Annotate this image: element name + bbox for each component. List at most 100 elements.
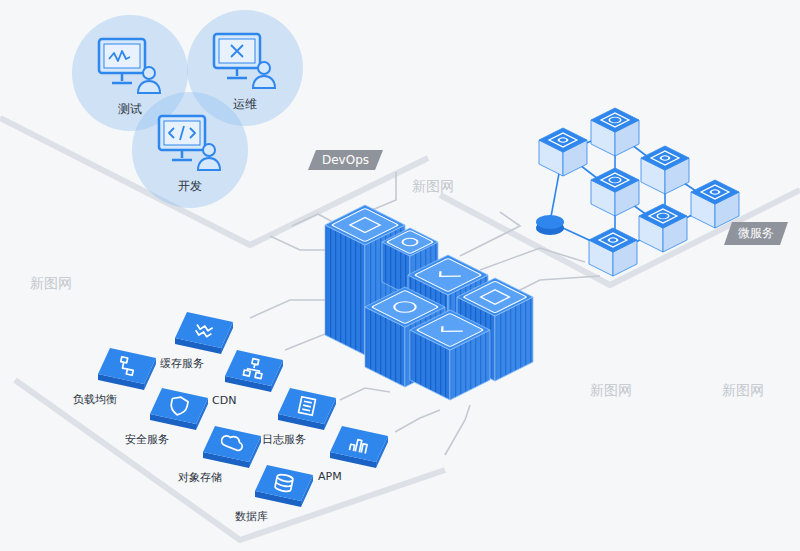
service-tile: 安全服务 [150, 388, 208, 434]
section-tag: DevOps [308, 150, 383, 170]
monitor-stand [172, 150, 192, 160]
icon-mark [481, 290, 510, 304]
icon-mark [437, 324, 463, 337]
tile-graphic [278, 388, 336, 434]
service-label: 负载均衡 [73, 392, 117, 407]
tile-icon [220, 434, 244, 451]
container-icon [371, 290, 438, 324]
role-label: 开发 [132, 178, 248, 195]
tile-icon [298, 397, 315, 416]
service-label: 数据库 [235, 509, 268, 524]
watermark: 新图网 [412, 178, 454, 196]
tile-icon [118, 357, 135, 376]
person-head [258, 62, 270, 74]
person-head [143, 67, 155, 79]
section-tag: 微服务 [724, 222, 788, 245]
service-icon [701, 185, 729, 199]
icon-frame [599, 233, 627, 247]
icon-frame [601, 113, 629, 127]
service-icon [599, 233, 627, 247]
wire [250, 300, 330, 318]
cube-top-face [539, 128, 587, 152]
icon-mark [390, 299, 420, 314]
tile-top [255, 465, 313, 501]
container-cube [410, 310, 490, 400]
watermark: 新图网 [722, 382, 764, 400]
service-label: 安全服务 [125, 432, 169, 447]
tile-top [98, 348, 156, 384]
service-icon [601, 113, 629, 127]
wire [372, 172, 396, 210]
service-cube [589, 228, 637, 276]
icon-tile [371, 290, 438, 324]
icon-mark [557, 137, 569, 143]
service-icon [601, 173, 629, 187]
service-cube [691, 180, 739, 228]
tile-top [150, 388, 208, 424]
service-label: 日志服务 [262, 432, 306, 447]
icon-mark [435, 269, 461, 282]
role-label: 运维 [187, 96, 303, 113]
service-cube [641, 146, 689, 194]
screen-glyph [109, 51, 130, 61]
tile-top [203, 426, 261, 462]
service-label: 对象存储 [178, 470, 222, 485]
icon-tile [463, 281, 527, 313]
icon-frame [701, 185, 729, 199]
wire [395, 410, 440, 432]
cube-top-face [589, 228, 637, 252]
icon-frame [649, 209, 677, 223]
tile-icon [275, 474, 294, 493]
tile-icon [243, 357, 264, 378]
icon-mark [659, 155, 671, 161]
icon-frame [549, 133, 577, 147]
icon-mark [655, 212, 671, 220]
container-icon [414, 258, 481, 292]
wire [270, 236, 330, 250]
service-label: 缓存服务 [160, 356, 204, 371]
icon-tile [331, 208, 398, 242]
tile-graphic [225, 350, 283, 396]
role-circle: 测试 [72, 15, 188, 131]
service-tile: 缓存服务 [175, 312, 233, 358]
cube-top-face [641, 146, 689, 170]
screen-glyph [169, 126, 195, 140]
tile-top [278, 388, 336, 424]
tile-graphic [330, 426, 388, 472]
tile-graphic [175, 312, 233, 358]
service-label: CDN [212, 394, 236, 407]
icon-tile [414, 258, 481, 292]
tile-graphic [255, 465, 313, 511]
service-tile: 负载均衡 [98, 348, 156, 394]
monitor-frame [159, 116, 205, 150]
service-cube [591, 108, 639, 156]
service-tile: 对象存储 [203, 426, 261, 472]
icon-tile [416, 313, 483, 347]
person-body [253, 76, 275, 88]
cube-top-face [410, 310, 490, 350]
tile-graphic [150, 388, 208, 434]
wire [480, 248, 585, 270]
cube-top-face [591, 108, 639, 132]
panel-edge [15, 380, 445, 540]
role-circle: 开发 [132, 92, 248, 208]
icon-frame [601, 173, 629, 187]
wire [460, 212, 520, 256]
tile-top [330, 426, 388, 462]
tile-icon [195, 324, 213, 337]
icon-frame [651, 151, 679, 165]
service-tile: APM [330, 426, 388, 472]
service-label: APM [318, 470, 342, 483]
service-cube [539, 128, 587, 176]
container-icon [463, 281, 527, 313]
service-icon [649, 209, 677, 223]
role-circle: 运维 [187, 10, 303, 126]
cube-top-face [382, 228, 438, 256]
container-icon [416, 313, 483, 347]
container-icon [331, 208, 398, 242]
watermark: 新图网 [30, 275, 72, 293]
service-icon [651, 151, 679, 165]
watermark: 新图网 [590, 382, 632, 400]
tag-label: DevOps [322, 153, 369, 167]
